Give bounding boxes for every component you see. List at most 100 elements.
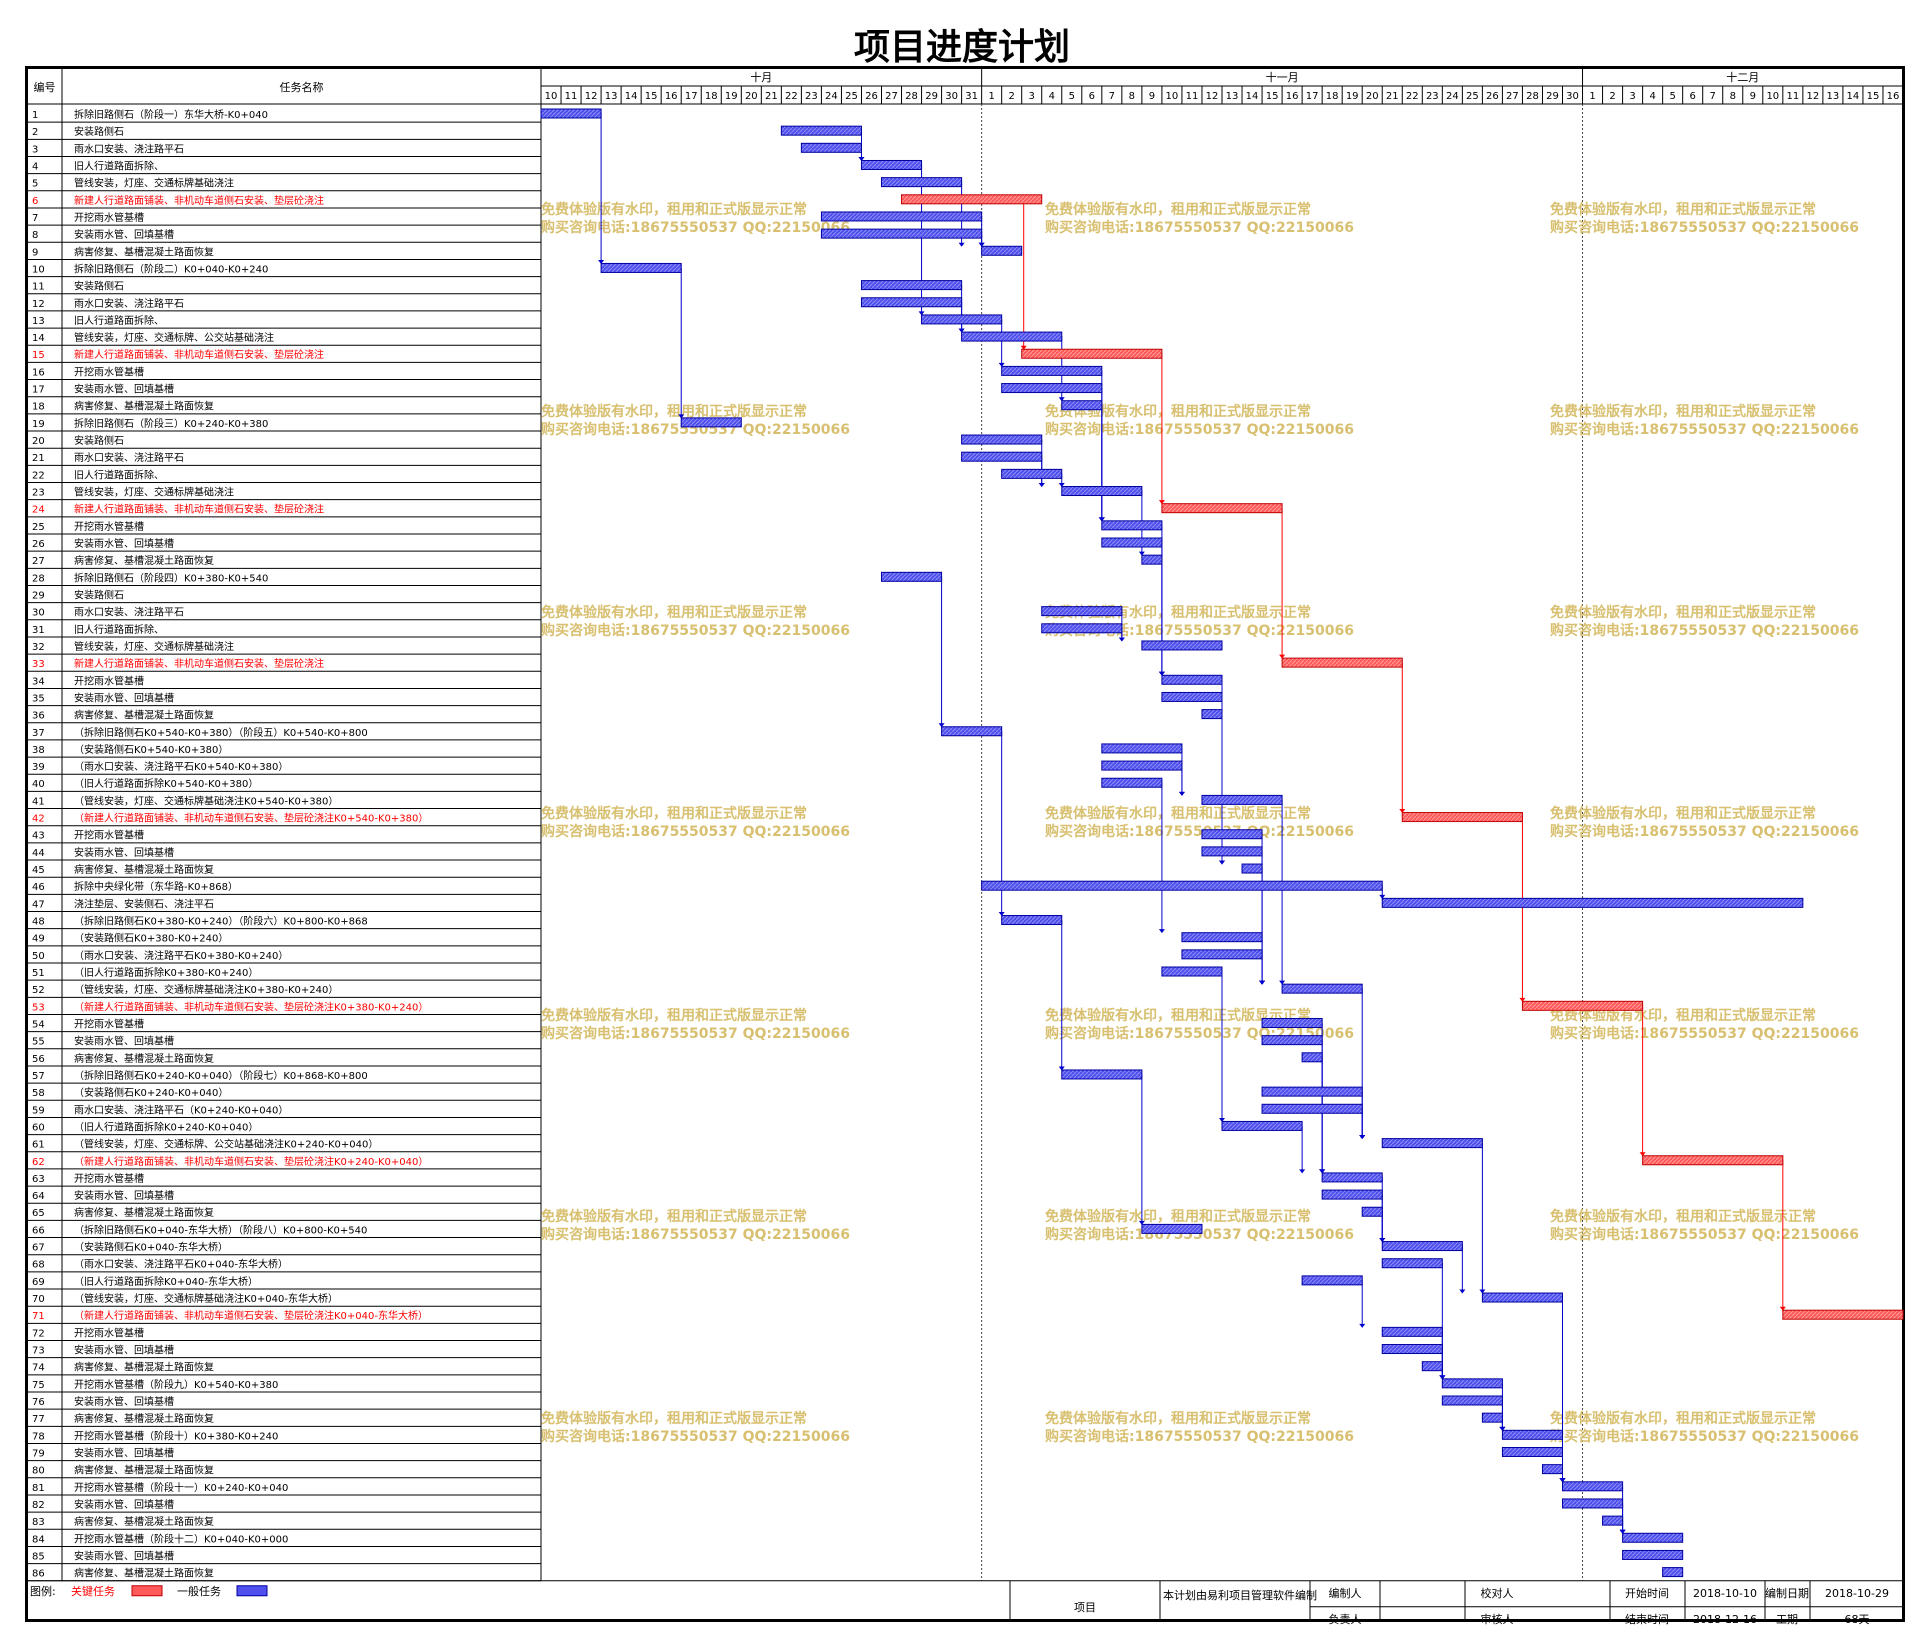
task-bar: [1381, 1344, 1443, 1355]
task-bar: [921, 314, 1003, 325]
task-bar: [1261, 1086, 1363, 1097]
watermark-text: 免费体验版有水印，租用和正式版显示正常: [1045, 805, 1311, 822]
day-label: 27: [1506, 91, 1519, 102]
task-bar: [1501, 1429, 1563, 1440]
day-label: 13: [1226, 91, 1239, 102]
footer-start-label: 开始时间: [1625, 1586, 1669, 1600]
task-bar: [1161, 966, 1223, 977]
task-bar: [1101, 777, 1163, 788]
task-id: 75: [32, 1380, 45, 1391]
task-bar: [1041, 623, 1123, 634]
day-label: 4: [1649, 91, 1655, 102]
day-label: 8: [1129, 91, 1135, 102]
task-id: 1: [32, 110, 38, 121]
day-label: 12: [585, 91, 598, 102]
task-id: 56: [32, 1054, 45, 1065]
dependency-link-arrow: [1098, 517, 1105, 522]
critical-task-bar: [901, 194, 1043, 205]
task-bar: [800, 142, 862, 153]
critical-task-bar: [1642, 1155, 1784, 1166]
day-label: 4: [1049, 91, 1055, 102]
day-label: 30: [945, 91, 958, 102]
task-name: （安装路侧石K0+040-东华大桥）: [74, 1241, 228, 1254]
task-id: 63: [32, 1174, 45, 1185]
task-name: 病害修复、基槽混凝土路面恢复: [74, 1206, 214, 1219]
footer-end-value: 2018-12-16: [1693, 1613, 1757, 1626]
day-label: 9: [1750, 91, 1756, 102]
day-label: 2: [1609, 91, 1615, 102]
task-bar: [1622, 1532, 1684, 1543]
task-id: 31: [32, 625, 45, 636]
task-name: （旧人行道路面拆除K0+040-东华大桥）: [74, 1275, 258, 1288]
watermark-text: 购买咨询电话:18675550537 QQ:22150066: [1045, 823, 1354, 840]
watermark-text: 免费体验版有水印，租用和正式版显示正常: [541, 1208, 807, 1225]
day-label: 11: [1786, 91, 1799, 102]
dependency-link-arrow: [858, 156, 865, 161]
task-name: （管线安装，灯座、交通标牌、公交站基础浇注K0+240-K0+040）: [74, 1138, 378, 1151]
task-name: （拆除旧路侧石K0+040-东华大桥）（阶段八）K0+800-K0+540: [74, 1223, 367, 1236]
watermark-text: 免费体验版有水印，租用和正式版显示正常: [1550, 403, 1816, 420]
day-label: 16: [1887, 91, 1900, 102]
task-bar: [1101, 520, 1163, 531]
task-id: 19: [32, 419, 45, 430]
task-name: 病害修复、基槽混凝土路面恢复: [74, 1464, 214, 1477]
dependency-link-arrow: [998, 912, 1005, 917]
task-name: 安装雨水管、回填基槽: [74, 228, 174, 241]
task-id: 38: [32, 745, 45, 756]
watermark-text: 免费体验版有水印，租用和正式版显示正常: [541, 201, 807, 218]
task-bar: [1181, 949, 1263, 960]
dependency-link-arrow: [1279, 980, 1286, 985]
day-label: 30: [1566, 91, 1579, 102]
day-label: 12: [1807, 91, 1820, 102]
critical-task-bar: [1021, 348, 1163, 359]
critical-link-arrow: [1519, 997, 1526, 1002]
task-id: 24: [32, 505, 45, 516]
task-bar: [1161, 691, 1223, 702]
critical-task-bar: [1782, 1309, 1904, 1320]
header-id: 编号: [34, 80, 56, 94]
watermark-text: 免费体验版有水印，租用和正式版显示正常: [1550, 1007, 1816, 1024]
task-name: 安装路侧石: [74, 588, 124, 601]
dependency-link-arrow: [978, 242, 985, 247]
task-name: 开挖雨水管基槽（阶段十一）K0+240-K0+040: [74, 1481, 288, 1494]
day-label: 18: [705, 91, 718, 102]
task-id: 2: [32, 127, 38, 138]
watermark-text: 免费体验版有水印，租用和正式版显示正常: [1550, 201, 1816, 218]
watermark-text: 免费体验版有水印，租用和正式版显示正常: [1045, 1208, 1311, 1225]
task-name: 安装雨水管、回填基槽: [74, 1498, 174, 1511]
task-id: 85: [32, 1551, 45, 1562]
task-bar: [860, 280, 963, 291]
task-id: 62: [32, 1157, 45, 1168]
task-id: 28: [32, 573, 45, 584]
task-bar: [1161, 674, 1223, 685]
task-name: 拆除旧路侧石（阶段四）K0+380-K0+540: [74, 571, 268, 584]
task-id: 78: [32, 1431, 45, 1442]
task-id: 22: [32, 470, 45, 481]
task-bar: [1381, 1138, 1483, 1149]
task-name: （新建人行道路面铺装、非机动车道侧石安装、垫层砼浇注K0+540-K0+380）: [74, 812, 428, 825]
task-id: 12: [32, 299, 45, 310]
task-name: （安装路侧石K0+240-K0+040）: [74, 1086, 228, 1099]
watermark-text: 购买咨询电话:18675550537 QQ:22150066: [1550, 823, 1859, 840]
task-name: 开挖雨水管基槽（阶段十二）K0+040-K0+000: [74, 1532, 288, 1545]
task-bar: [860, 297, 963, 308]
dependency-link-arrow: [1138, 1220, 1145, 1225]
task-bar: [881, 571, 943, 582]
dependency-link-arrow: [1619, 1529, 1626, 1534]
task-id: 17: [32, 385, 45, 396]
task-name: 新建人行道路面铺装、非机动车道侧石安装、垫层砼浇注: [74, 657, 324, 670]
task-bar: [1061, 400, 1103, 411]
watermark-text: 购买咨询电话:18675550537 QQ:22150066: [1045, 219, 1354, 236]
task-bar: [961, 331, 1063, 342]
day-label: 19: [725, 91, 738, 102]
watermark-text: 购买咨询电话:18675550537 QQ:22150066: [541, 1226, 850, 1243]
task-name: 病害修复、基槽混凝土路面恢复: [74, 1567, 214, 1580]
watermark-text: 购买咨询电话:18675550537 QQ:22150066: [541, 219, 850, 236]
task-id: 68: [32, 1260, 45, 1271]
task-name: （旧人行道路面拆除K0+240-K0+040）: [74, 1120, 258, 1133]
day-label: 7: [1710, 91, 1716, 102]
task-id: 34: [32, 676, 45, 687]
task-name: （雨水口安装、浇注路平石K0+540-K0+380）: [74, 760, 288, 773]
day-label: 12: [1206, 91, 1219, 102]
task-id: 66: [32, 1225, 45, 1236]
